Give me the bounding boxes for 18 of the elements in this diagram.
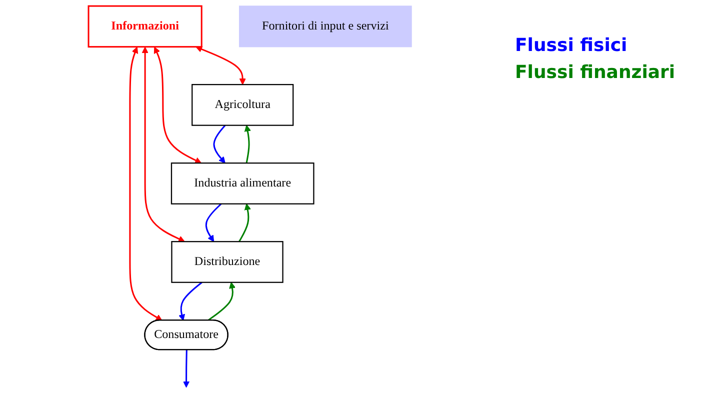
legend-entry: Flussi finanziari	[515, 62, 676, 83]
arrow	[244, 125, 251, 164]
arrow	[205, 203, 222, 242]
legend-entry: Flussi fisici	[515, 35, 628, 56]
node-box: Informazioni	[88, 5, 202, 48]
arrow	[238, 204, 251, 242]
arrow	[213, 124, 226, 164]
node-box: Industria alimentare	[170, 162, 314, 204]
node-box: Fornitori di input e servizi	[238, 6, 412, 48]
node-box: Agricoltura	[192, 84, 294, 126]
arrow	[142, 46, 185, 242]
arrow	[154, 46, 202, 164]
arrow	[207, 282, 236, 322]
arrow	[196, 46, 246, 85]
arrow	[129, 46, 162, 321]
node-box: Distribuzione	[171, 241, 284, 283]
arrow	[182, 350, 190, 388]
arrow	[178, 282, 202, 321]
